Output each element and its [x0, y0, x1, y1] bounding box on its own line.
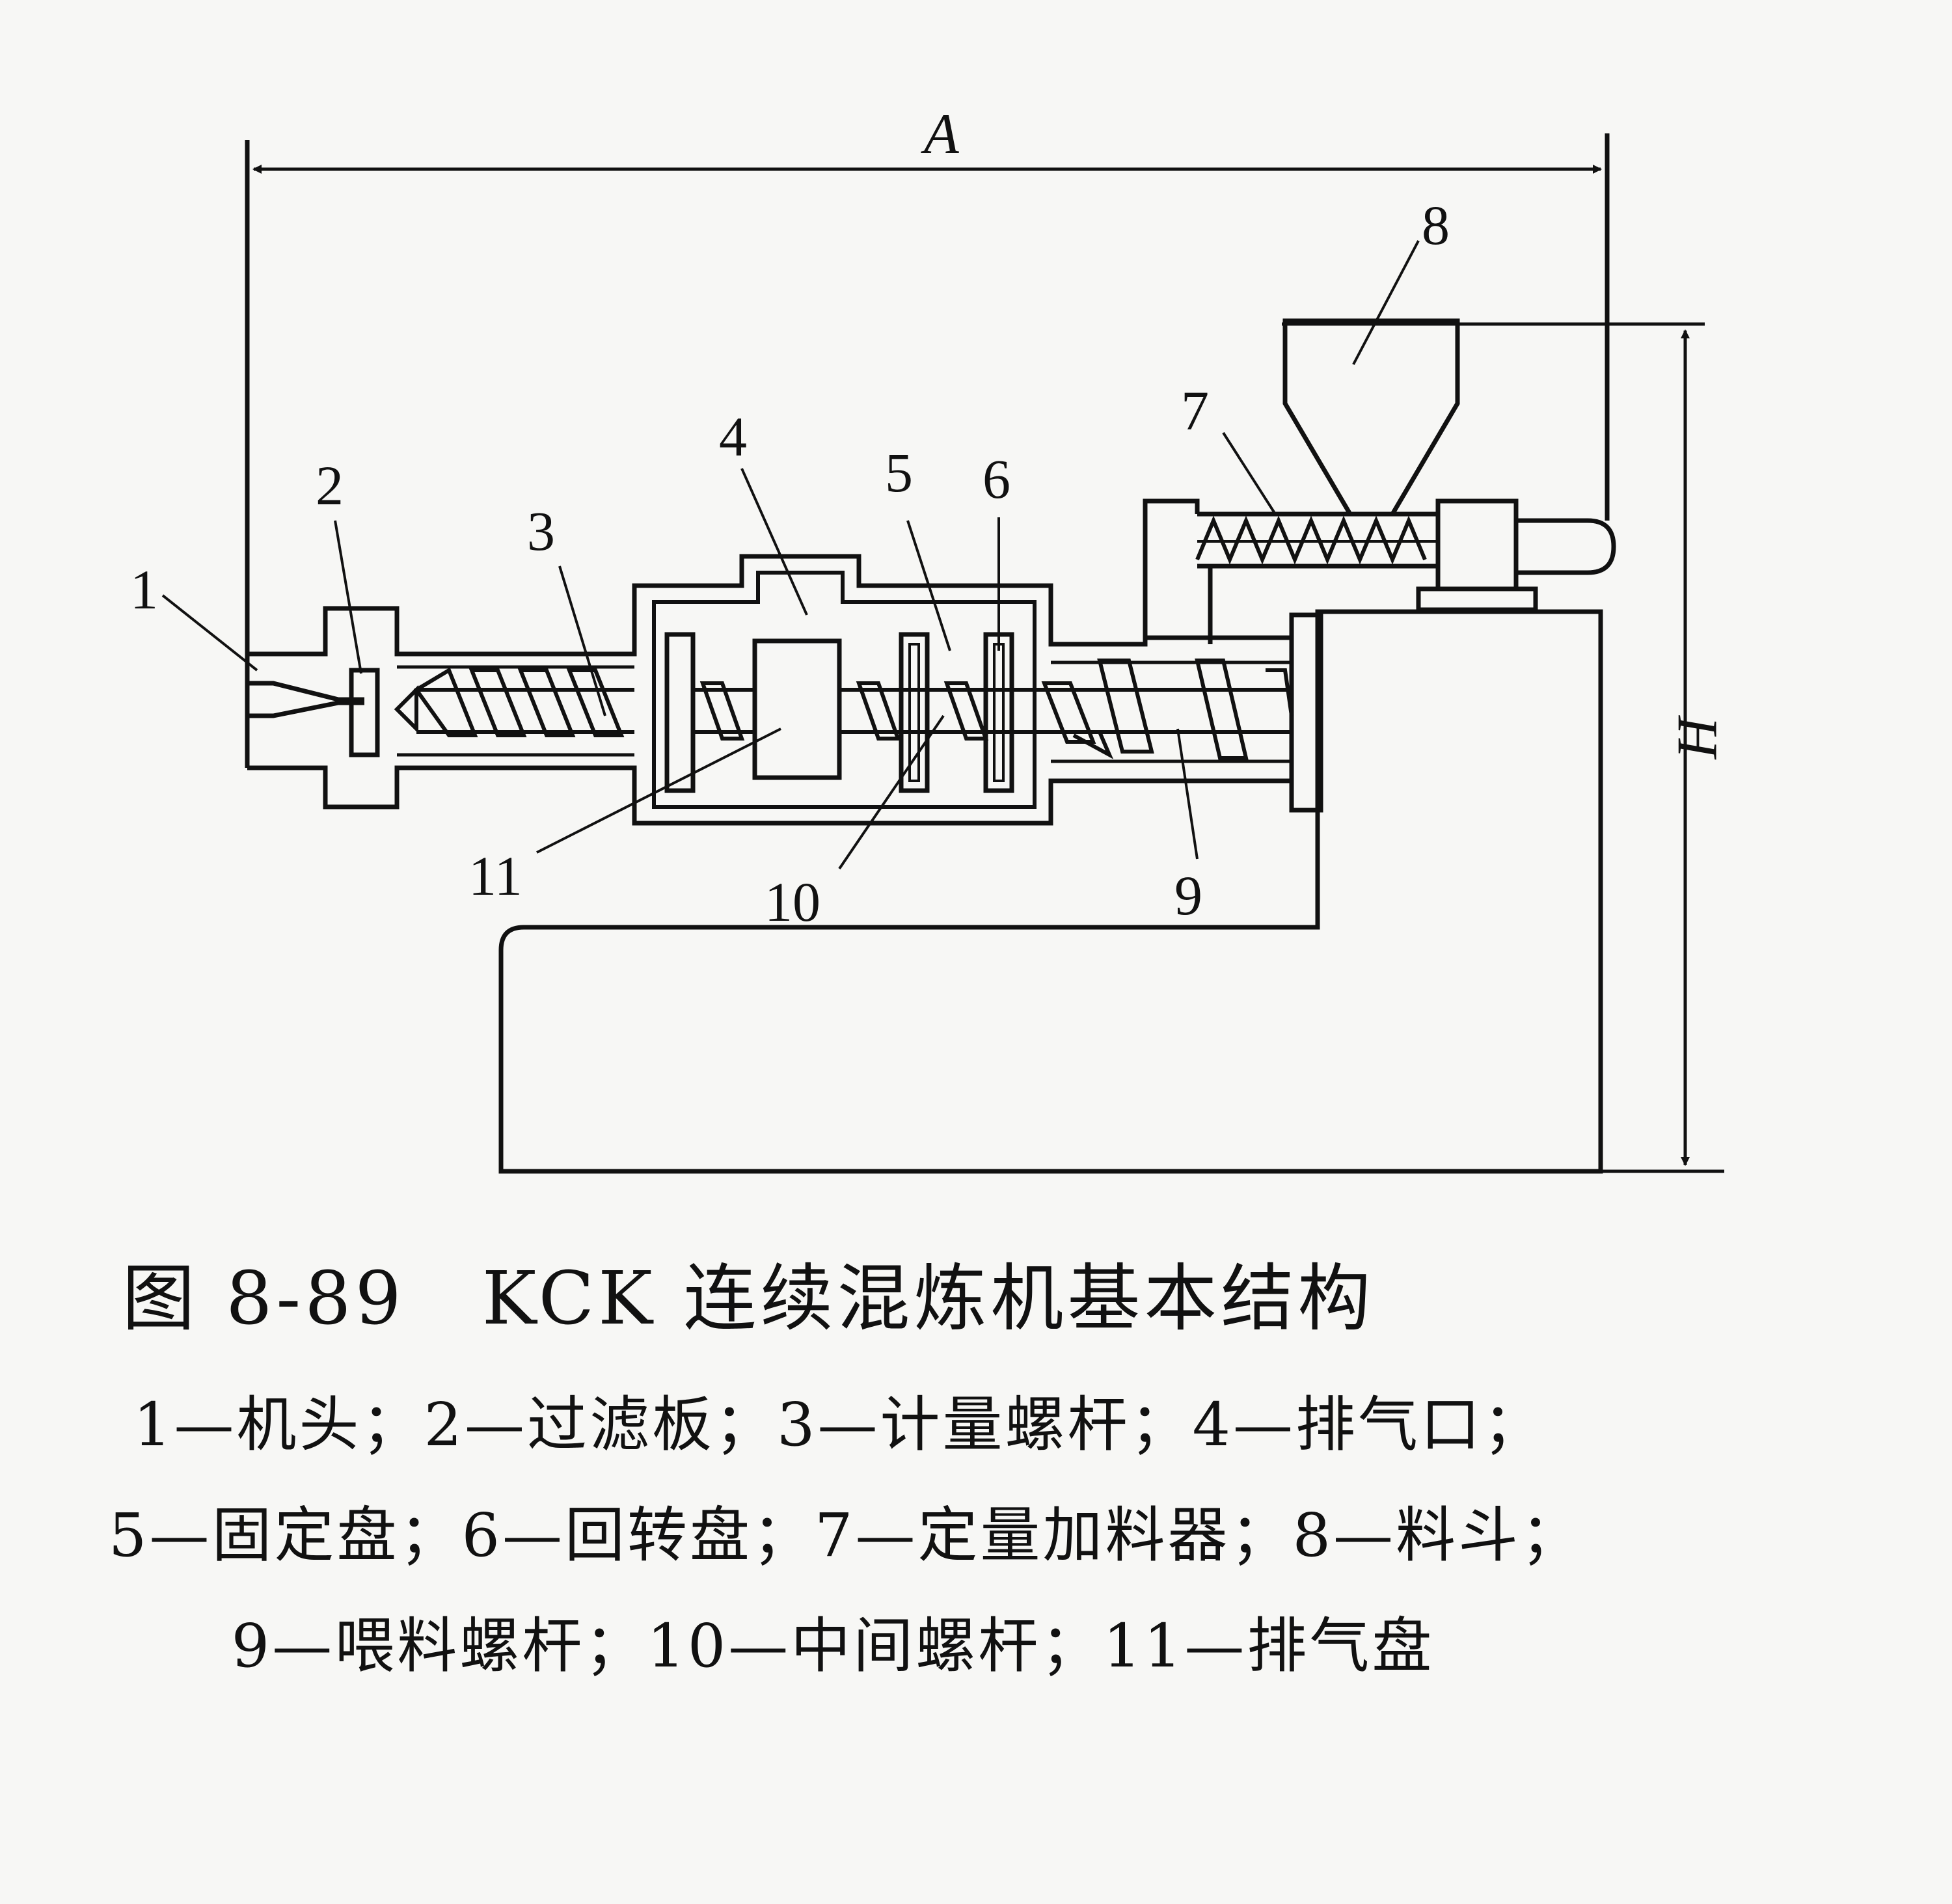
middle-screw	[693, 681, 1041, 741]
feed-screw	[1012, 659, 1294, 760]
part-label-10: 10	[765, 871, 820, 933]
fixed-disc	[899, 632, 930, 793]
legend-line-1: 1—机头；2—过滤板；3—计量螺杆；4—排气口；	[133, 1390, 1546, 1460]
legend-line-3: 9—喂料螺杆；10—中间螺杆；11—排气盘	[231, 1611, 1435, 1681]
metering-screw	[394, 667, 634, 737]
figure-caption-title: 图 8-89 KCK 连续混炼机基本结构	[122, 1257, 1375, 1341]
legend-line-2: 5—固定盘；6—回转盘；7—定量加料器；8—料斗；	[108, 1501, 1584, 1570]
leader-lines	[161, 240, 1420, 870]
part-label-9: 9	[1174, 864, 1202, 927]
metering-feeder	[1143, 498, 1438, 644]
extruder-barrel	[245, 554, 1323, 826]
part-label-5: 5	[885, 441, 913, 504]
part-label-6: 6	[983, 448, 1010, 510]
dimension-h	[1282, 322, 1724, 1173]
kck-mixer-diagram: A H 1 2 3 4 5 6 7 8 9 10 11	[130, 103, 1729, 1174]
part-label-2: 2	[316, 454, 344, 517]
dimension-h-label: H	[1666, 715, 1729, 760]
vent-opening	[752, 638, 842, 780]
part-label-7: 7	[1181, 379, 1209, 442]
part-label-3: 3	[527, 500, 555, 562]
part-label-4: 4	[719, 405, 747, 468]
dimension-a-label: A	[921, 103, 960, 166]
drive-motor	[1416, 498, 1616, 612]
filter-plate	[349, 668, 380, 757]
dimension-a	[245, 133, 1610, 716]
machine-base	[498, 609, 1603, 1174]
part-label-11: 11	[468, 845, 522, 907]
hopper	[1282, 318, 1460, 517]
rotating-disc	[983, 632, 1014, 793]
vent-disc	[664, 632, 696, 793]
part-label-1: 1	[130, 558, 158, 621]
part-label-8: 8	[1422, 194, 1450, 256]
